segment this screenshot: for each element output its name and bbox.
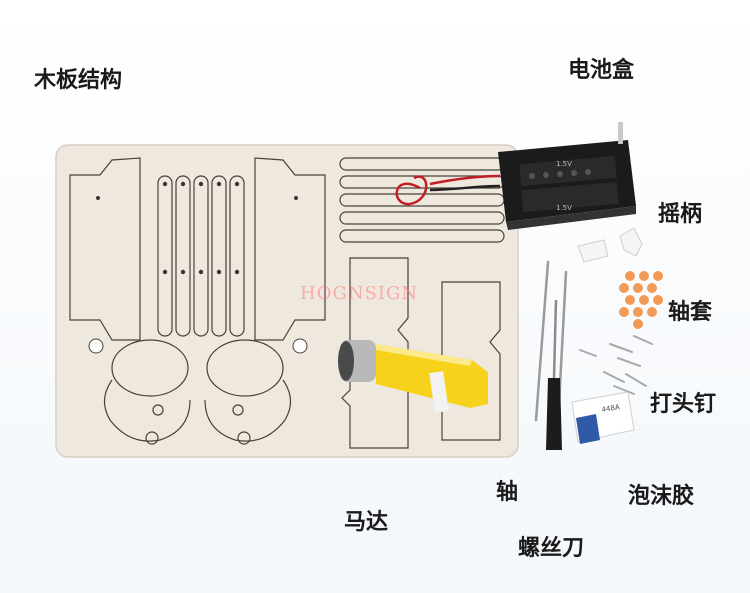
label-screwdriver: 螺丝刀 [518,536,585,561]
battery-mark-2: 1.5V [556,204,572,212]
tape-mark: 448A [601,403,620,414]
watermark-text: HOGNSIGN [300,283,419,304]
label-battery-box: 电池盒 [568,58,635,83]
nails [579,335,653,395]
label-nails: 打头钉 [650,392,717,417]
battery-box: 1.5V 1.5V [498,122,636,230]
label-bushing: 轴套 [668,300,713,325]
label-foam-tape: 泡沫胶 [628,484,695,509]
label-motor: 马达 [344,510,389,535]
battery-mark-1: 1.5V [556,160,572,168]
wooden-board [55,144,519,458]
gear-motor [338,340,488,413]
battery-wire [395,174,501,206]
label-wood-structure: 木板结构 [34,68,123,93]
foam-tape: 448A [571,391,635,444]
crank-pieces [577,227,643,263]
bushings [619,271,663,329]
label-axle: 轴 [496,480,519,505]
label-crank: 摇柄 [658,202,703,227]
screwdriver [546,299,562,450]
